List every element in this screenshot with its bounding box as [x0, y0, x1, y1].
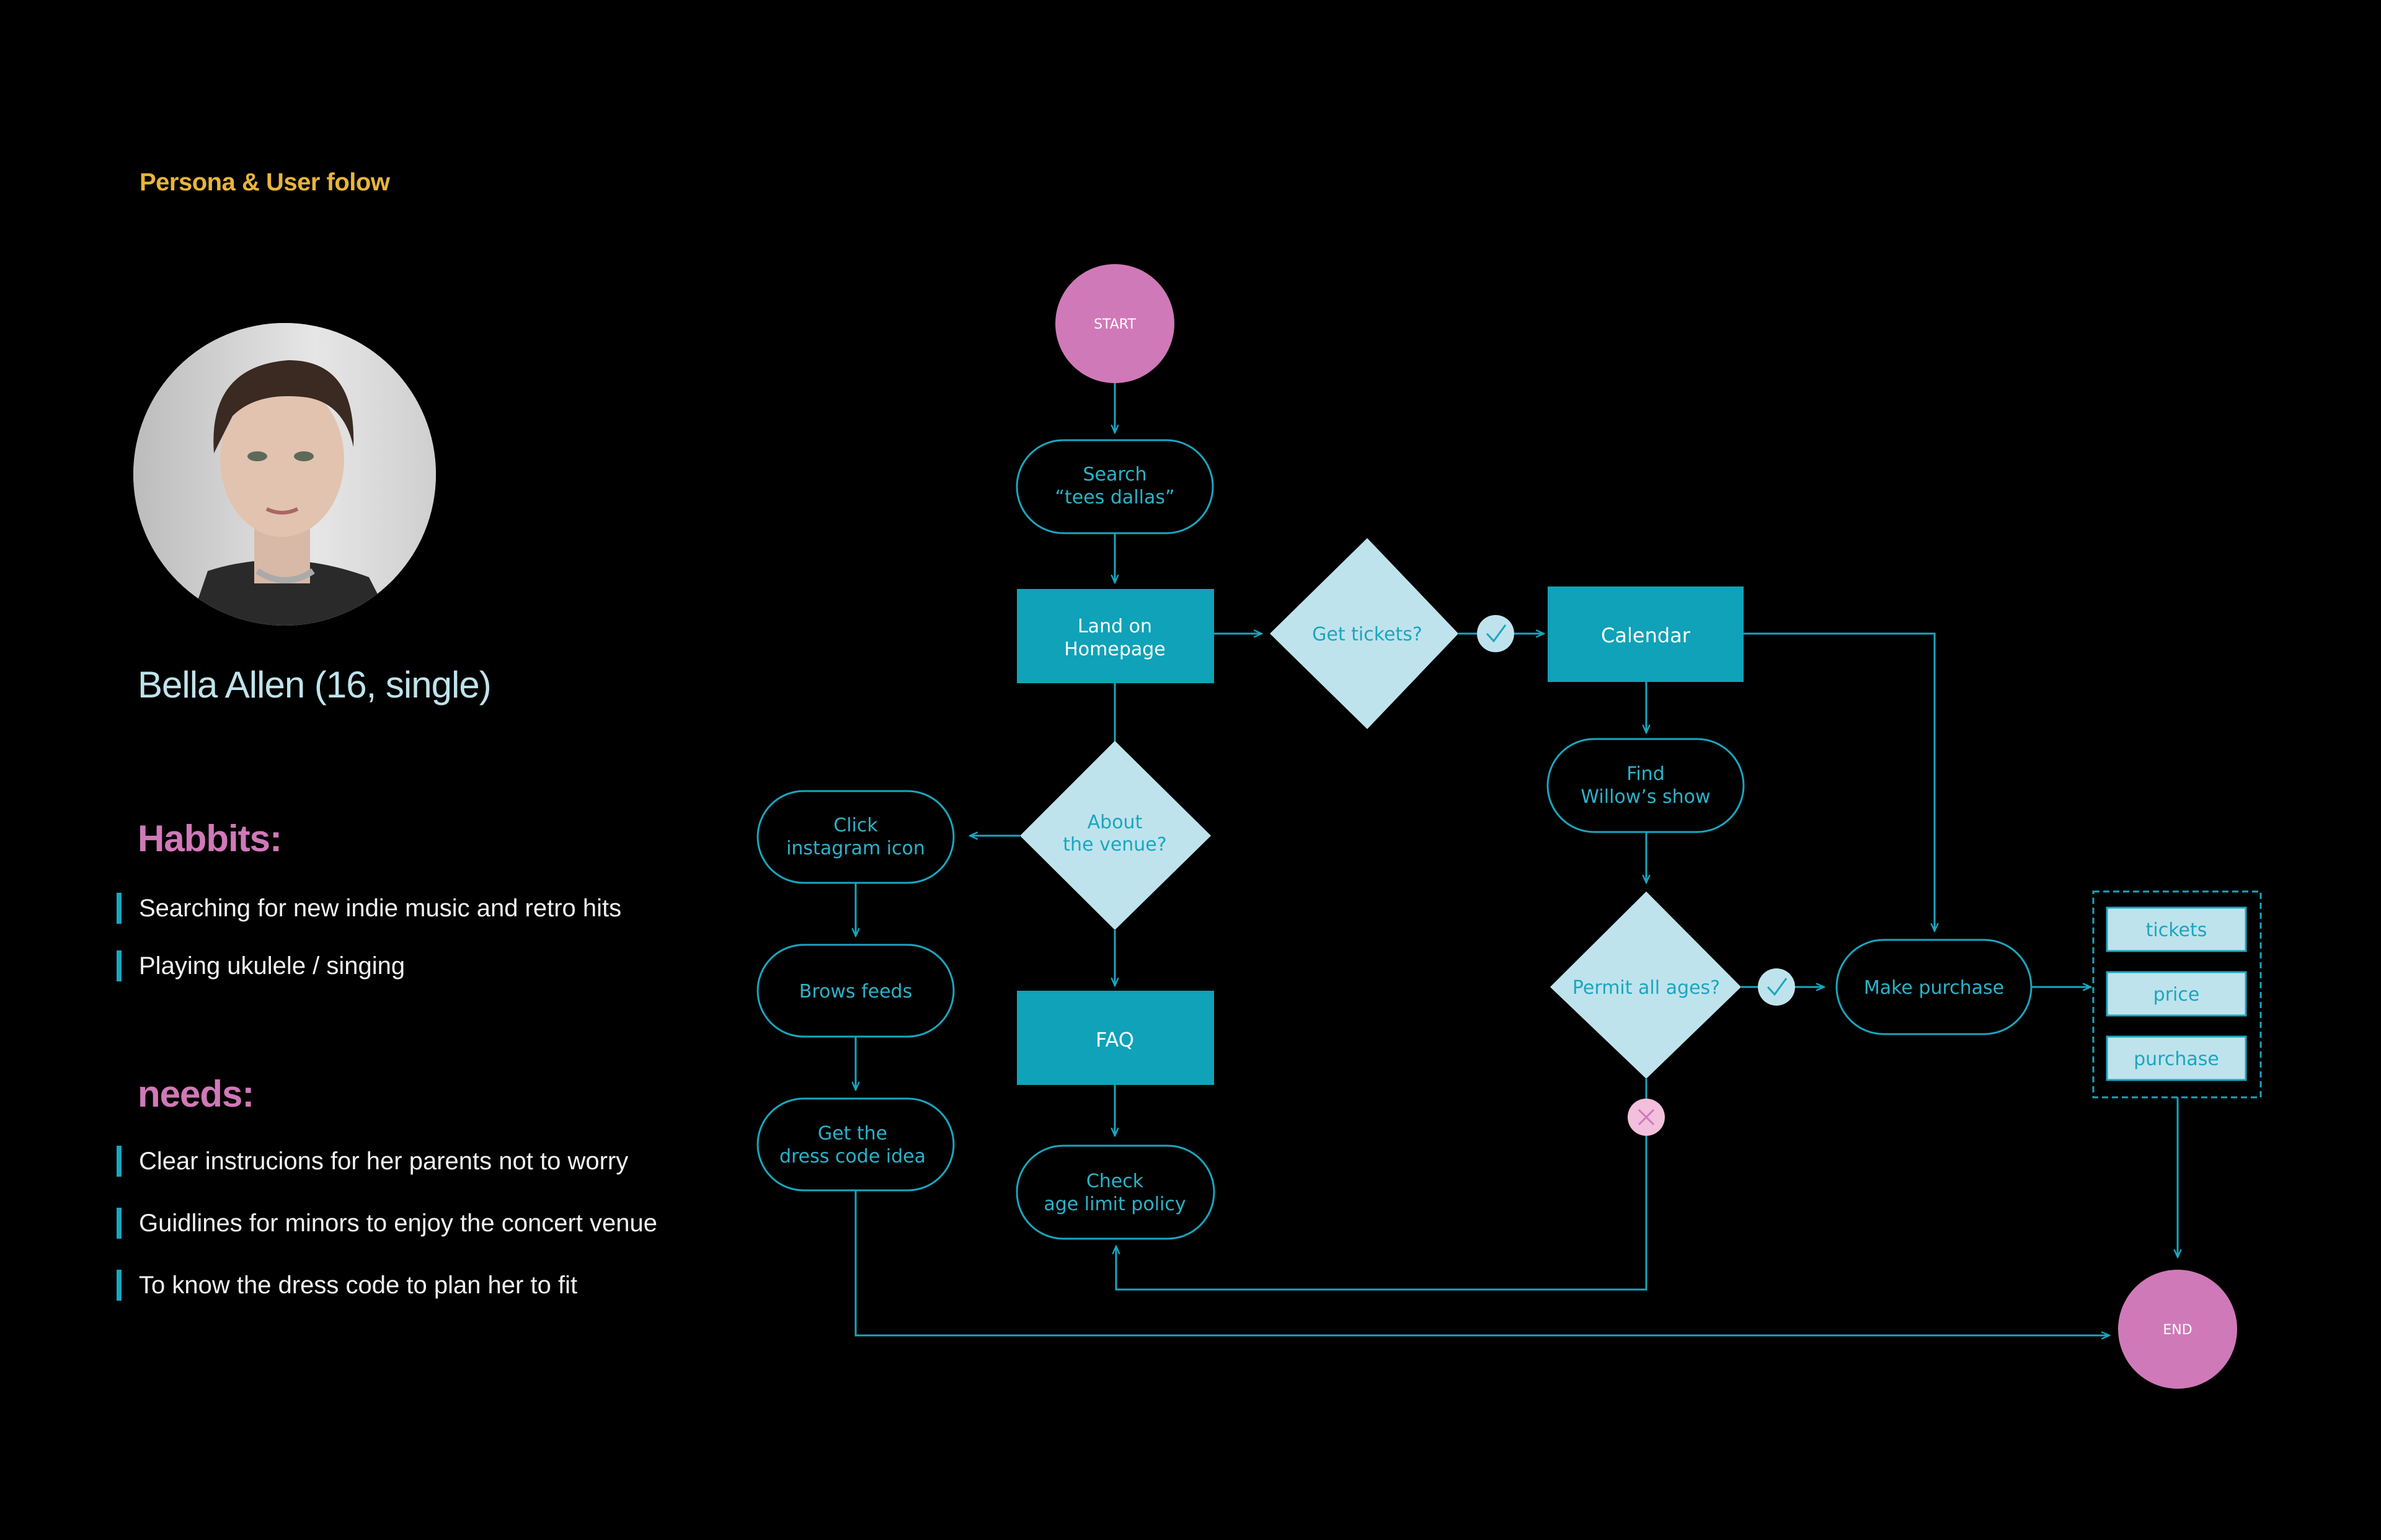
page-title: Persona & User folow [140, 169, 390, 196]
get-tickets-label: Get tickets? [1312, 624, 1422, 645]
dress-code-step: Get the dress code idea [756, 1097, 955, 1192]
start-node: START [1055, 264, 1174, 383]
faq-step: FAQ [1017, 991, 1214, 1085]
check-icon [1477, 615, 1514, 652]
check-icon [1758, 968, 1795, 1006]
persona-photo [133, 323, 436, 626]
find-show-label-2: Willow’s show [1581, 786, 1710, 808]
start-label: START [1094, 317, 1136, 332]
purchase-item: purchase [2134, 1048, 2219, 1070]
needs-heading: needs: [138, 1073, 254, 1115]
check-age-step: Check age limit policy [1016, 1144, 1215, 1240]
need-item: Clear instrucions for her parents not to… [117, 1146, 628, 1177]
click-instagram-step: Click instagram icon [756, 790, 955, 884]
reject-icon [1628, 1099, 1665, 1136]
make-purchase-step: Make purchase [1835, 939, 2033, 1035]
dress-code-label-2: dress code idea [779, 1146, 926, 1167]
about-venue-label-2: the venue? [1063, 834, 1166, 856]
habits-heading: Habbits: [138, 818, 282, 859]
search-step: Search “tees dallas” [1016, 439, 1214, 534]
end-node: END [2118, 1270, 2237, 1389]
dress-code-label: Get the [818, 1123, 887, 1144]
faq-label: FAQ [1096, 1028, 1134, 1051]
search-query: “tees dallas” [1055, 487, 1174, 508]
find-show-step: Find Willow’s show [1546, 738, 1745, 833]
connector [854, 1190, 2109, 1335]
search-label: Search [1083, 464, 1146, 485]
need-item: Guidlines for minors to enjoy the concer… [117, 1208, 657, 1239]
persona-name: Bella Allen (16, single) [138, 664, 492, 706]
need-item: To know the dress code to plan her to fi… [117, 1270, 577, 1301]
connector [1742, 632, 1935, 931]
purchase-items-group: tickets price purchase [2092, 890, 2262, 1099]
homepage-step: Land on Homepage [1017, 589, 1214, 683]
click-instagram-label-2: instagram icon [786, 838, 925, 859]
permit-label: Permit all ages? [1572, 977, 1720, 999]
end-label: END [2163, 1322, 2192, 1338]
habit-item: Playing ukulele / singing [117, 950, 405, 981]
connector [1116, 1135, 1647, 1291]
click-instagram-label: Click [833, 815, 878, 836]
get-tickets-decision: Get tickets? [1270, 538, 1458, 729]
brows-feeds-step: Brows feeds [756, 944, 955, 1038]
calendar-label: Calendar [1601, 624, 1691, 647]
homepage-label: Land on [1078, 616, 1152, 637]
habit-item: Searching for new indie music and retro … [117, 893, 621, 924]
make-purchase-label: Make purchase [1864, 977, 2004, 999]
connectors [856, 383, 2178, 1335]
calendar-step: Calendar [1548, 586, 1744, 682]
about-venue-decision: About the venue? [1020, 741, 1211, 930]
price-item: price [2153, 984, 2200, 1006]
tickets-item: tickets [2146, 919, 2207, 941]
permit-decision: Permit all ages? [1550, 892, 1741, 1079]
find-show-label: Find [1626, 763, 1664, 785]
brows-feeds-label: Brows feeds [799, 981, 912, 1002]
check-age-label: Check [1086, 1170, 1144, 1192]
homepage-label-2: Homepage [1064, 639, 1166, 660]
check-age-label-2: age limit policy [1044, 1193, 1186, 1215]
about-venue-label: About [1088, 812, 1143, 833]
